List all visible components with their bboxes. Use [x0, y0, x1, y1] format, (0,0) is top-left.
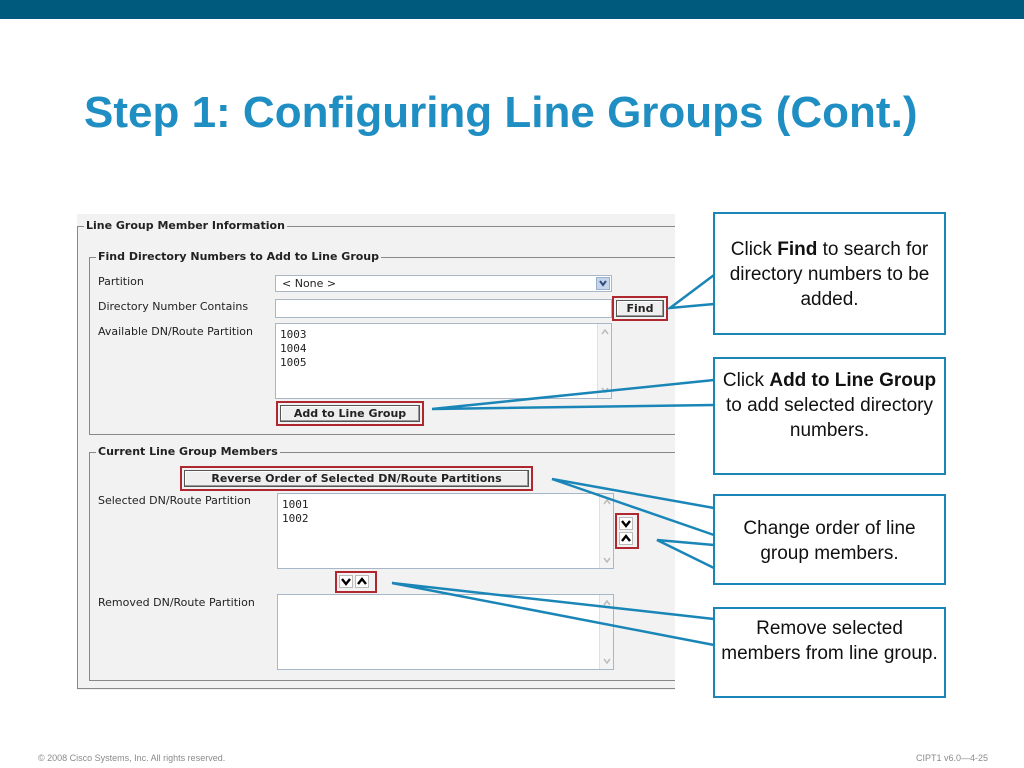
callout-remove: Remove selected members from line group. [713, 607, 946, 698]
partition-select[interactable]: < None > [275, 275, 612, 292]
scroll-up-icon[interactable] [601, 597, 613, 609]
find-legend: Find Directory Numbers to Add to Line Gr… [96, 250, 381, 263]
selected-listbox[interactable]: 1001 1002 [277, 493, 614, 569]
reverse-connector [551, 477, 715, 510]
callout-add: Click Add to Line Group to add selected … [713, 357, 946, 475]
order-connector [656, 538, 715, 570]
list-item[interactable]: 1002 [282, 512, 309, 525]
list-item[interactable]: 1001 [282, 498, 309, 511]
remove-member-icon[interactable] [339, 575, 353, 588]
members-fieldset: Current Line Group Members [89, 445, 675, 681]
selected-scrollbar[interactable] [599, 494, 613, 568]
copyright: © 2008 Cisco Systems, Inc. All rights re… [38, 753, 226, 763]
find-fieldset: Find Directory Numbers to Add to Line Gr… [89, 250, 675, 435]
find-highlight [612, 296, 668, 321]
reverse-connector-2 [551, 477, 715, 537]
members-legend: Current Line Group Members [96, 445, 280, 458]
add-connector [431, 378, 715, 411]
reverse-highlight [180, 466, 533, 491]
partition-label: Partition [98, 275, 144, 288]
scroll-up-icon[interactable] [601, 496, 613, 508]
add-highlight [276, 401, 424, 426]
available-label: Available DN/Route Partition [98, 325, 253, 338]
dn-contains-label: Directory Number Contains [98, 300, 249, 313]
section-title: Line Group Member Information [84, 219, 287, 232]
line-group-member-panel: Line Group Member Information Find Direc… [77, 214, 675, 690]
removed-listbox[interactable] [277, 594, 614, 670]
selected-label: Selected DN/Route Partition [98, 494, 251, 507]
order-highlight [615, 513, 639, 549]
list-item[interactable]: 1004 [280, 342, 307, 355]
slide-number: CIPT1 v6.0—4-25 [915, 753, 988, 763]
line-group-member-fieldset: Line Group Member Information [77, 219, 675, 689]
removed-label: Removed DN/Route Partition [98, 596, 255, 609]
add-to-line-group-button[interactable]: Add to Line Group [280, 405, 420, 422]
restore-member-icon[interactable] [355, 575, 369, 588]
scroll-down-icon[interactable] [601, 554, 613, 566]
callout-find: Click Find to search for directory numbe… [713, 212, 946, 335]
chevron-down-icon[interactable] [596, 277, 610, 290]
reverse-order-button[interactable]: Reverse Order of Selected DN/Route Parti… [184, 470, 529, 487]
find-connector [665, 274, 715, 310]
dn-contains-input[interactable] [275, 299, 612, 318]
slide-title: Step 1: Configuring Line Groups (Cont.) [84, 88, 918, 137]
callout-order: Change order of line group members. [713, 494, 946, 585]
top-bar [0, 0, 1024, 19]
scroll-down-icon[interactable] [601, 655, 613, 667]
list-item[interactable]: 1005 [280, 356, 307, 369]
find-button[interactable]: Find [616, 300, 664, 317]
list-item[interactable]: 1003 [280, 328, 307, 341]
available-listbox[interactable]: 1003 1004 1005 [275, 323, 612, 399]
partition-value: < None > [282, 277, 337, 290]
move-up-icon[interactable] [619, 532, 633, 545]
remove-connector [391, 581, 715, 647]
scroll-up-icon[interactable] [599, 326, 611, 338]
removed-scrollbar[interactable] [599, 595, 613, 669]
remove-highlight [335, 571, 377, 593]
move-down-icon[interactable] [619, 517, 633, 530]
